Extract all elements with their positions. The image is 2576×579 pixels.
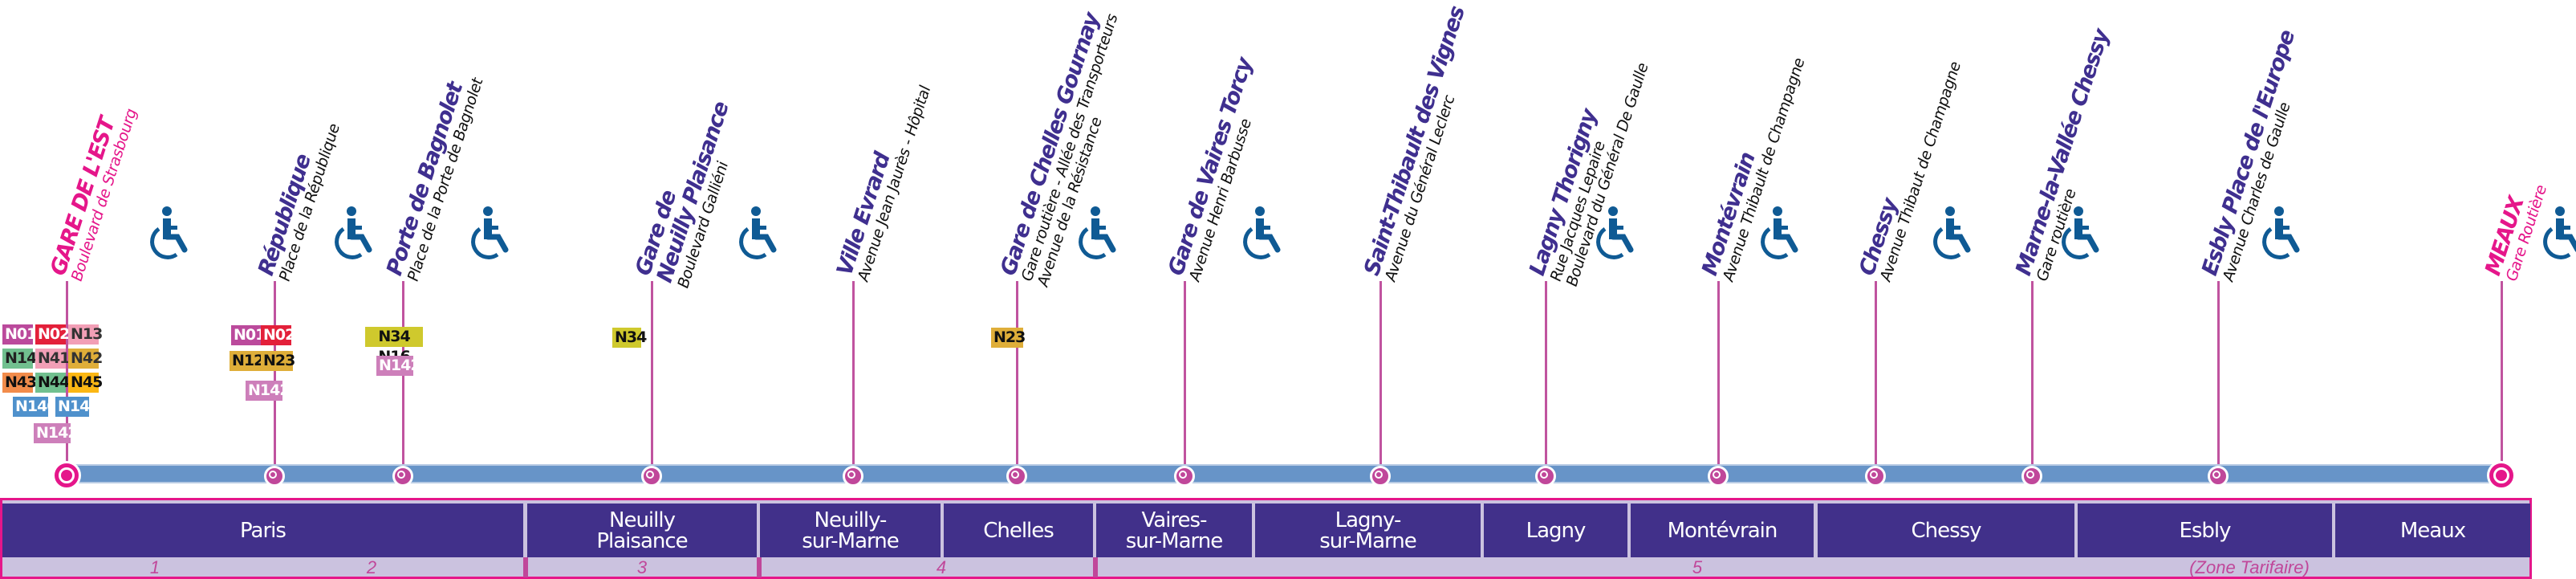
stop-marker[interactable] [1535,466,1556,487]
connection-badge[interactable]: N23 [261,351,295,371]
wheelchair-accessible-icon [2536,205,2576,261]
station-stem [1875,281,1877,470]
commune-name: Montévrain [1667,518,1778,543]
connection-badge[interactable]: N01 [2,324,37,345]
station-stem [2031,281,2034,470]
commune-cell: Vaires- sur-Marne [1096,504,1252,557]
station-name: Saint-Thibault des Vignes [1359,3,1470,279]
commune-name: Paris [240,518,286,543]
wheelchair-accessible-icon [143,205,188,261]
stop-marker[interactable] [392,466,413,487]
commune-cell: Neuilly- sur-Marne [760,504,941,557]
connection-badge[interactable]: N140 [13,397,58,417]
connection-badge[interactable]: N14 [2,349,37,369]
commune-bar: Paris Neuilly Plaisance Neuilly- sur-Marne… [0,498,2532,579]
wheelchair-accessible-icon [1236,205,1281,261]
commune-name: Lagny [1526,518,1587,543]
commune-cell: Lagny- sur-Marne [1255,504,1481,557]
wheelchair-accessible-icon [1071,205,1116,261]
stop-marker[interactable] [1865,466,1886,487]
stop-marker[interactable] [1174,466,1195,487]
commune-cell: Lagny [1484,504,1627,557]
wheelchair-accessible-icon [1589,205,1634,261]
zone-divider [757,557,762,577]
connection-badge[interactable]: N43 [2,373,37,393]
commune-name: Neuilly Plaisance [596,508,688,553]
stop-marker[interactable] [2208,466,2229,487]
station-stem [1184,281,1186,470]
zone-number: 3 [636,557,648,577]
commune-name: Esbly [2179,518,2231,543]
connection-badge[interactable]: N34 N16 [365,327,423,365]
station-stem [1717,281,1720,470]
connection-badge[interactable]: N143 [55,397,100,417]
connection-badge[interactable]: N13 [68,324,103,345]
station-stem [1545,281,1547,470]
connection-badge[interactable]: N44 [35,373,70,393]
zone-number: 5 [1692,557,1703,577]
zone-divider [523,557,528,577]
commune-name: Neuilly- sur-Marne [802,508,900,553]
station-stem [651,281,653,470]
connection-badge[interactable]: N142 [34,423,79,443]
stop-marker[interactable] [1708,466,1729,487]
stop-marker[interactable] [1370,466,1391,487]
connection-badge[interactable]: N45 [68,373,103,393]
commune-cell: Montévrain [1631,504,1814,557]
connection-badge[interactable]: N142 [246,381,291,401]
wheelchair-accessible-icon [2255,205,2300,261]
wheelchair-accessible-icon [1753,205,1798,261]
connection-badge[interactable]: N41 [35,349,70,369]
commune-name: Vaires- sur-Marne [1125,508,1224,553]
wheelchair-accessible-icon [1926,205,1971,261]
route-line [64,464,2504,483]
station-stem [1379,281,1382,470]
stop-marker[interactable] [1006,466,1027,487]
wheelchair-accessible-icon [464,205,509,261]
stop-marker[interactable] [2021,466,2042,487]
commune-cell: Paris [2,504,523,557]
commune-cell: Neuilly Plaisance [527,504,757,557]
zone-number: 1 [149,557,160,577]
stop-marker[interactable] [843,466,863,487]
station-stem [1016,281,1018,470]
connection-badge[interactable]: N02 [35,324,70,345]
connection-badge[interactable]: N34 [612,328,647,348]
zone-strip: 1 2 3 4 5 (Zone Tarifaire) [2,557,2529,577]
terminus-stop-marker[interactable] [2487,461,2516,490]
zone-number: 4 [936,557,947,577]
stop-marker[interactable] [641,466,662,487]
commune-name: Chelles [983,518,1054,543]
wheelchair-accessible-icon [327,205,372,261]
connection-badge[interactable]: N142 [376,356,421,376]
wheelchair-accessible-icon [732,205,777,261]
commune-cell: Chelles [944,504,1093,557]
connection-badge[interactable]: N42 [68,349,103,369]
terminus-stop-marker[interactable] [52,461,81,490]
connection-badge[interactable]: N23 [991,328,1026,348]
station-stem [852,281,855,470]
connection-badge[interactable]: N01 [231,325,266,345]
zone-divider [1093,557,1098,577]
commune-cell: Meaux [2335,504,2530,557]
commune-name: Meaux [2399,518,2466,543]
commune-cell: Esbly [2078,504,2332,557]
connection-badge[interactable]: N12 [230,351,264,371]
station-stem [2501,281,2503,470]
wheelchair-accessible-icon [2054,205,2099,261]
zone-number: 2 [366,557,377,577]
station-stem [2217,281,2220,470]
commune-cell: Chessy [1818,504,2074,557]
station-stem [66,281,68,470]
commune-name: Lagny- sur-Marne [1319,508,1417,553]
commune-name: Chessy [1911,518,1981,543]
zone-legend: (Zone Tarifaire) [2189,557,2310,577]
stop-marker[interactable] [264,466,285,487]
connection-badge[interactable]: N02 [261,325,295,345]
station-stem [274,281,276,470]
